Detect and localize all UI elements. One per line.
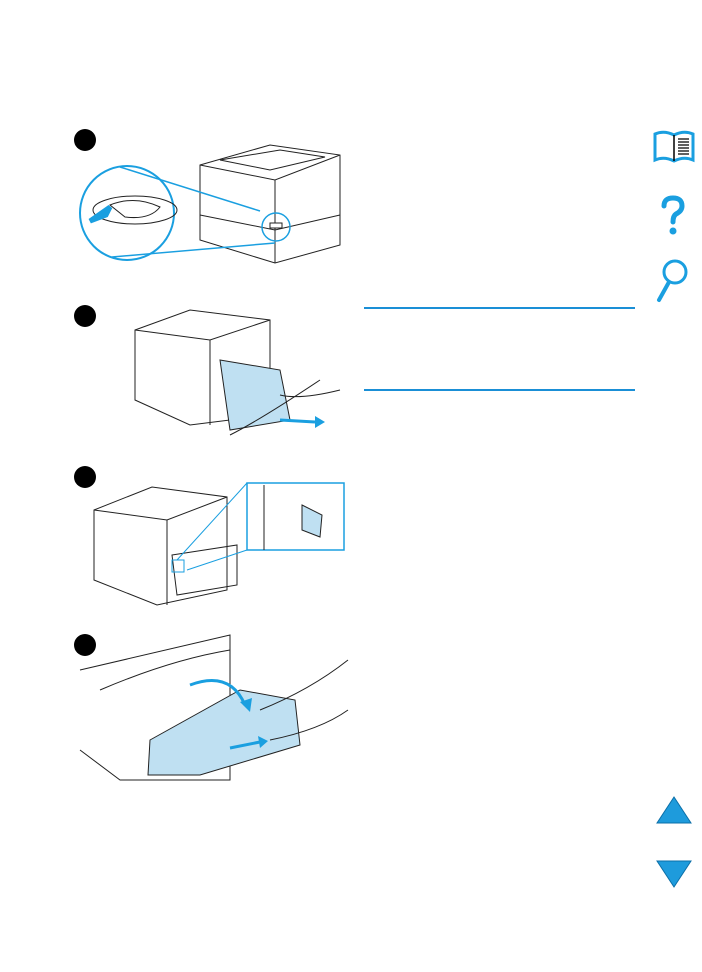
book-icon[interactable] (653, 130, 695, 164)
section-rule-top (364, 307, 635, 309)
illustration-rear-door (79, 634, 349, 781)
illustration-power-cord (93, 482, 345, 606)
illustration-power-switch (79, 144, 341, 264)
magnifier-icon[interactable] (655, 258, 691, 303)
step-bullet-3 (74, 466, 96, 488)
step-bullet-2 (74, 305, 96, 327)
step-bullet-1 (74, 129, 96, 151)
arrow-down-icon[interactable] (656, 860, 692, 888)
help-icon[interactable] (660, 195, 686, 237)
step-bullet-4 (74, 634, 96, 656)
section-rule-bottom (364, 389, 635, 391)
illustration-remove-duplexer (134, 309, 341, 436)
arrow-up-icon[interactable] (656, 796, 692, 824)
